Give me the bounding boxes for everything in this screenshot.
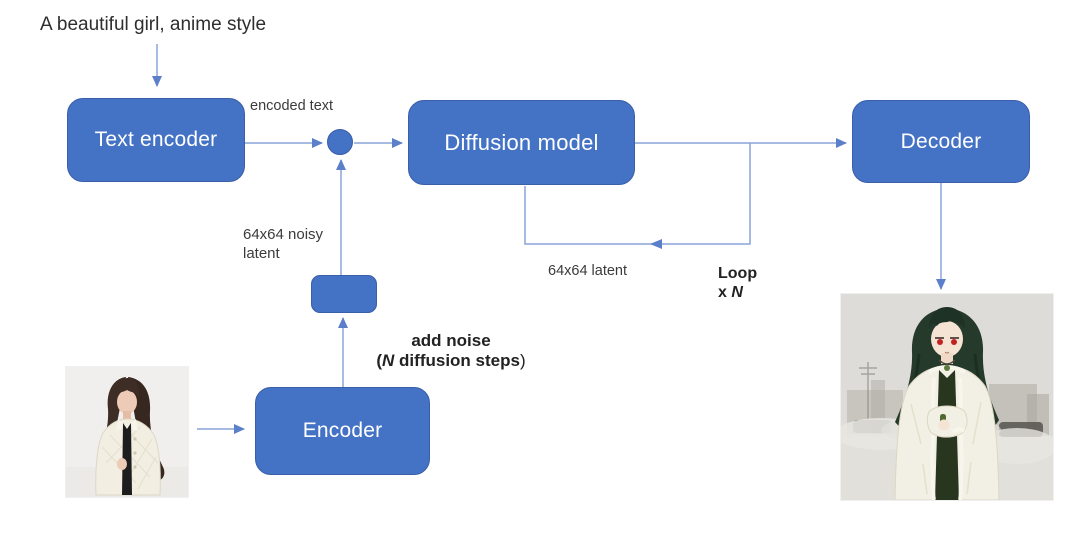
loop-label-line1: Loop (718, 265, 758, 282)
decoder-label: Decoder (900, 129, 982, 153)
add-noise-label: add noise (N diffusion steps) (360, 331, 542, 371)
add-noise-label-line2: (N diffusion steps) (376, 351, 526, 370)
loop-label-line2: x N (718, 284, 743, 301)
text-encoder-label: Text encoder (94, 128, 218, 151)
noisy-latent-label-line2: latent (243, 245, 280, 262)
latent-label: 64x64 latent (548, 263, 628, 279)
add-noise-label-line1: add noise (411, 331, 491, 350)
encoded-text-label: encoded text (250, 98, 334, 114)
loop-connector (524, 143, 751, 245)
encoder-node: Encoder (255, 387, 430, 475)
prompt-text: A beautiful girl, anime style (40, 14, 267, 35)
diffusion-model-label: Diffusion model (444, 129, 599, 155)
noisy-latent-label-line1: 64x64 noisy (243, 226, 324, 243)
input-photo-image (65, 366, 189, 498)
text-encoder-node: Text encoder (67, 98, 245, 182)
diffusion-model-node: Diffusion model (408, 100, 635, 185)
noisy-latent-node (311, 275, 377, 313)
merge-circle-node (327, 129, 353, 155)
decoder-node: Decoder (852, 100, 1030, 183)
loop-label: Loop x N (718, 264, 757, 302)
loop-arrowhead (650, 239, 662, 249)
noisy-latent-label: 64x64 noisy latent (243, 225, 323, 263)
output-anime-image (840, 293, 1054, 501)
encoder-label: Encoder (302, 419, 383, 442)
